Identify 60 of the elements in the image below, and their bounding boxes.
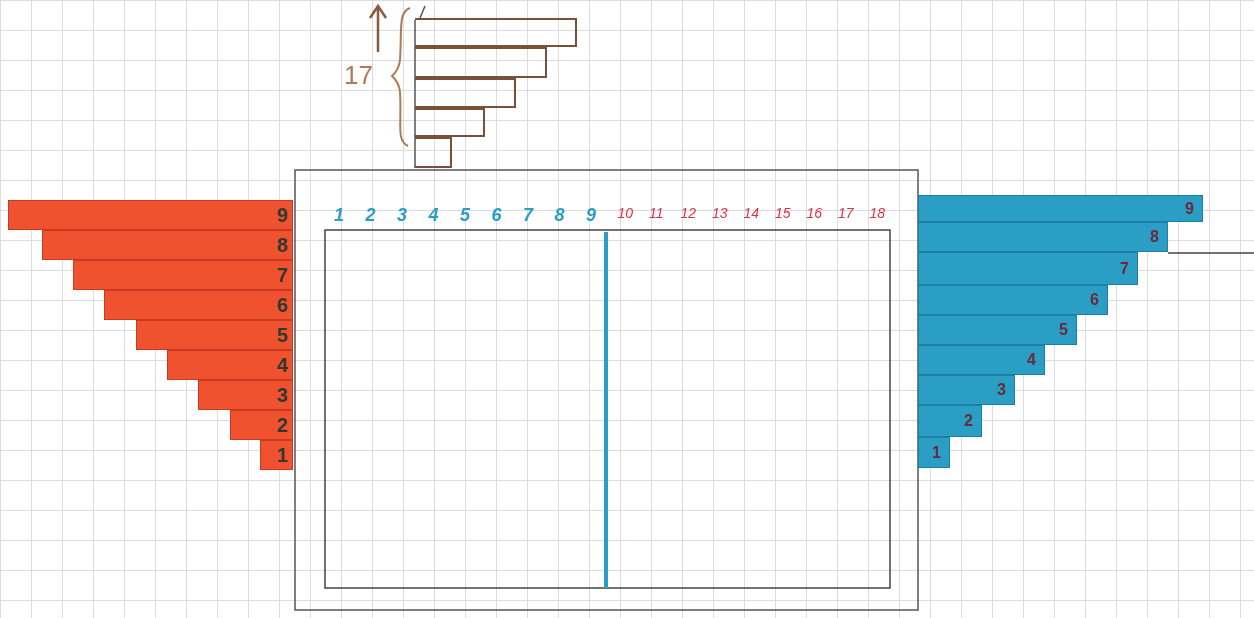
bar-number: 2 — [276, 415, 288, 435]
brace-label: 17 — [344, 62, 373, 88]
scale-number: 5 — [460, 206, 470, 224]
filled-bar — [198, 380, 293, 410]
filled-bar — [918, 285, 1108, 315]
bar-number: 9 — [276, 205, 288, 225]
scale-number: 9 — [586, 206, 596, 224]
scale-number: 8 — [554, 206, 565, 224]
bar-number: 1 — [932, 444, 941, 461]
filled-bar — [73, 260, 293, 290]
bar-number: 4 — [1027, 352, 1036, 368]
bar-number: 4 — [276, 355, 288, 375]
bar-number: 7 — [1120, 260, 1129, 277]
scale-number: 1 — [334, 206, 344, 224]
scale-number: 11 — [649, 206, 664, 220]
filled-bar — [136, 320, 293, 350]
filled-bar — [104, 290, 293, 320]
outline-bar — [415, 137, 452, 168]
scale-number: 4 — [428, 206, 439, 224]
outline-bar — [415, 78, 516, 108]
scale-number: 13 — [712, 206, 728, 220]
outline-bar — [415, 108, 485, 137]
bar-number: 2 — [964, 413, 973, 429]
filled-bar — [918, 405, 982, 437]
bar-number: 6 — [1090, 292, 1099, 308]
scale-number: 15 — [775, 206, 791, 220]
filled-bar — [260, 440, 293, 470]
scale-number: 2 — [365, 206, 376, 224]
filled-bar — [918, 222, 1168, 252]
scale-number: 16 — [806, 206, 823, 220]
filled-bar — [918, 252, 1138, 285]
bar-number: 3 — [997, 382, 1006, 398]
scale-number: 14 — [743, 206, 760, 220]
filled-bar — [918, 195, 1203, 222]
bar-number: 8 — [1150, 229, 1159, 245]
scale-number: 6 — [491, 206, 502, 224]
scale-number: 3 — [397, 206, 407, 224]
scale-number: 10 — [617, 206, 634, 220]
bar-number: 5 — [276, 325, 288, 345]
scale-number: 18 — [869, 206, 886, 220]
outline-bar — [415, 47, 547, 78]
filled-bar — [918, 315, 1077, 345]
bar-number: 5 — [1059, 322, 1068, 338]
filled-bar — [167, 350, 293, 380]
bar-number: 1 — [276, 445, 288, 465]
bar-number: 8 — [276, 235, 288, 255]
scale-number: 17 — [838, 206, 854, 220]
filled-bar — [8, 200, 293, 230]
outline-bar — [415, 18, 577, 47]
filled-bar — [918, 437, 950, 468]
filled-bar — [918, 375, 1015, 405]
bar-number: 7 — [276, 265, 288, 285]
filled-bar — [42, 230, 293, 260]
scale-number: 7 — [523, 206, 533, 224]
filled-bar — [918, 345, 1045, 375]
scale-number: 12 — [680, 206, 697, 220]
filled-bar — [230, 410, 293, 440]
bar-number: 6 — [276, 295, 288, 315]
bar-number: 9 — [1185, 200, 1194, 217]
bar-number: 3 — [276, 385, 288, 405]
